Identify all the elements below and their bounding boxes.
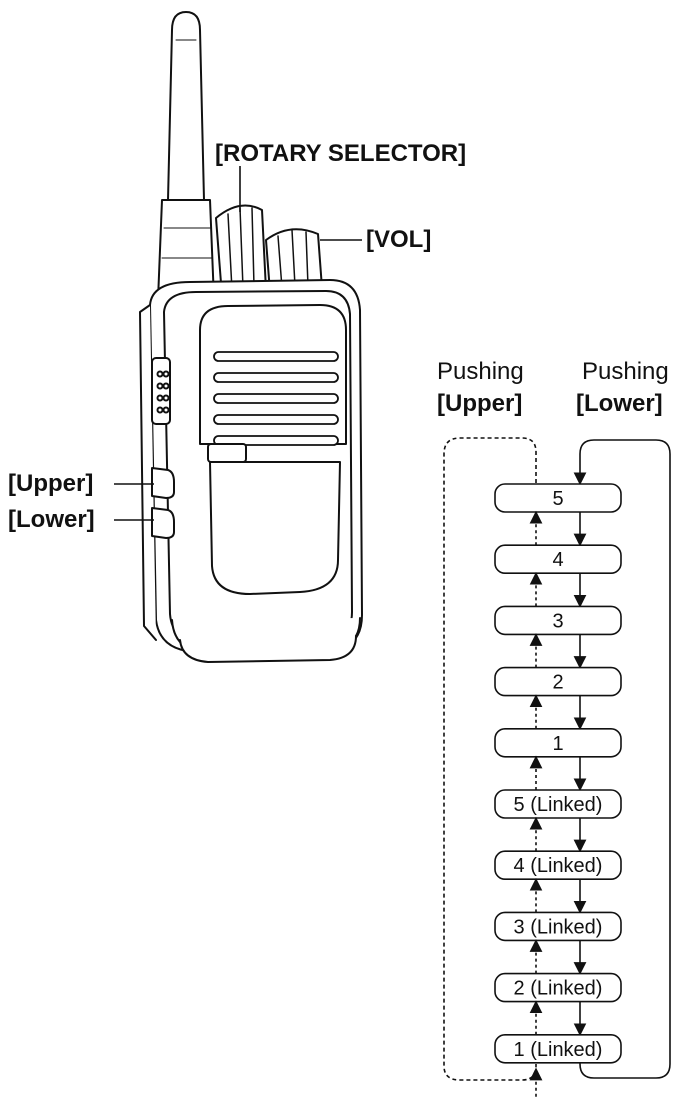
step-label: 2	[552, 672, 563, 694]
step-label: 4 (Linked)	[514, 855, 603, 877]
step-box	[494, 605, 622, 636]
radio-illustration	[139, 11, 363, 663]
lower-label: [Lower]	[8, 506, 95, 533]
antenna	[157, 11, 215, 301]
step-box	[494, 666, 622, 697]
vol-label: [VOL]	[366, 226, 432, 253]
lower-heading-line1: Pushing	[582, 358, 669, 385]
step-label: 3	[552, 610, 563, 632]
rotary-selector-label: [ROTARY SELECTOR]	[215, 140, 467, 167]
lower-heading-line2: [Lower]	[576, 390, 663, 417]
step-label: 5 (Linked)	[514, 794, 603, 816]
step-label: 2 (Linked)	[514, 978, 603, 1000]
step-box	[494, 789, 622, 819]
step-box	[494, 972, 622, 1003]
step-label: 3 (Linked)	[514, 916, 603, 938]
step-box	[494, 727, 622, 758]
step-label: 5	[552, 488, 563, 510]
lower-button	[151, 507, 175, 539]
speaker-grille	[213, 351, 339, 446]
step-box	[494, 911, 622, 942]
step-label: 1	[552, 733, 563, 755]
flow-steps: 5 4 3 2 1 5 (Linked) 4 (Linked) 3 (Linked) 2 (Li…	[494, 483, 622, 1097]
upper-heading-line1: Pushing	[437, 358, 524, 385]
rotary-selector-knob	[215, 204, 271, 305]
upper-loop-line	[443, 437, 537, 1081]
upper-heading-line2: [Upper]	[437, 390, 523, 417]
side-connector	[151, 357, 171, 425]
step-box	[494, 1034, 622, 1064]
lower-loop-line	[573, 439, 671, 1079]
upper-button	[151, 467, 175, 499]
step-box	[494, 850, 622, 881]
step-label: 4	[552, 549, 563, 571]
step-box	[494, 544, 622, 575]
radio-body	[139, 279, 363, 663]
step-box	[494, 483, 622, 513]
leader-lines	[114, 166, 362, 521]
step-label: 1 (Linked)	[514, 1039, 603, 1061]
upper-label: [Upper]	[8, 470, 94, 497]
